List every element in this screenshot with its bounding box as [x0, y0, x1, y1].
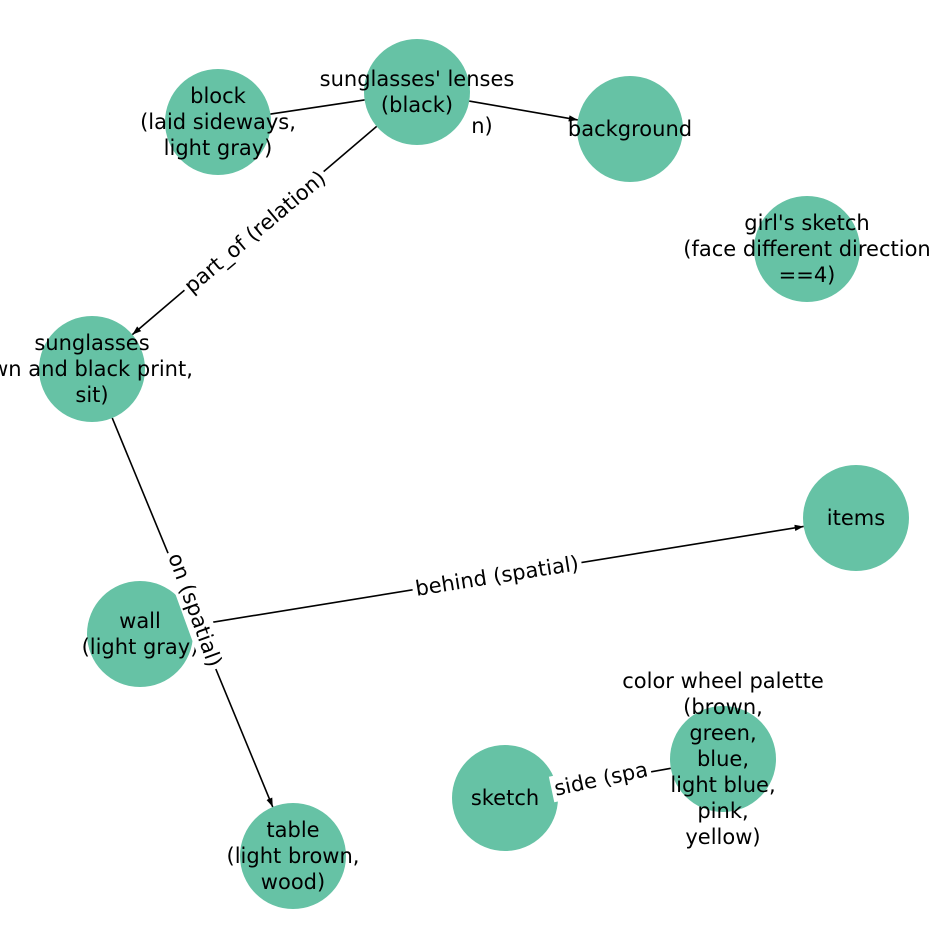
edge-label-group-wall-items: behind (spatial)	[410, 549, 584, 603]
node-circle-girls_sketch	[754, 196, 860, 302]
node-label-sunglasses: sit)	[75, 383, 108, 407]
node-label-block: (laid sideways,	[140, 110, 296, 134]
node-label-palette: blue,	[697, 747, 749, 771]
node-lenses: sunglasses' lenses(black)	[320, 39, 515, 145]
edge-label-group-lenses-background: n)	[468, 113, 496, 139]
edge-label-lenses-background: n)	[471, 114, 493, 138]
node-label-sunglasses: wn and black print,	[0, 357, 193, 381]
node-items: items	[803, 465, 909, 571]
node-label-girls_sketch: ==4)	[779, 263, 836, 287]
edge-label-sketch-palette: side (spa	[552, 757, 650, 800]
node-label-palette: (brown,	[683, 695, 763, 719]
nodes-layer: sunglasses' lenses(black)block(laid side…	[0, 39, 931, 909]
node-label-table: wood)	[261, 870, 325, 894]
node-circle-items	[803, 465, 909, 571]
node-circle-table	[240, 803, 346, 909]
node-label-lenses: (black)	[381, 93, 453, 117]
node-background: background	[568, 76, 692, 182]
node-label-background: background	[568, 117, 692, 141]
node-label-block: light gray)	[164, 136, 273, 160]
edge-lenses-background	[469, 100, 578, 122]
node-label-sketch: sketch	[471, 786, 539, 810]
node-circle-lenses	[364, 39, 470, 145]
edge-label-background	[410, 549, 584, 603]
node-circle-sketch	[452, 745, 558, 851]
node-label-palette: pink,	[697, 799, 748, 823]
node-label-girls_sketch: girl's sketch	[744, 211, 869, 235]
edge-label-background	[161, 546, 229, 674]
node-label-palette: color wheel palette	[622, 669, 824, 693]
edge-label-background	[548, 755, 654, 803]
edge-label-group-sketch-palette: side (spa	[548, 755, 654, 803]
node-circle-background	[577, 76, 683, 182]
edge-label-group-lenses-sunglasses: part_of (relation)	[176, 163, 335, 302]
node-circle-block	[165, 69, 271, 175]
edge-lenses-block	[270, 99, 365, 115]
node-label-palette: yellow)	[685, 825, 760, 849]
node-label-lenses: sunglasses' lenses	[320, 67, 515, 91]
node-sketch: sketch	[452, 745, 558, 851]
edge-label-background	[176, 163, 335, 302]
node-label-block: block	[190, 84, 247, 108]
node-palette: color wheel palette(brown,green,blue,lig…	[622, 669, 824, 849]
node-label-items: items	[827, 506, 885, 530]
node-table: table(light brown,wood)	[227, 803, 360, 909]
node-circle-sunglasses	[39, 316, 145, 422]
edge-label-lenses-sunglasses: part_of (relation)	[180, 166, 332, 299]
node-wall: wall(light gray)	[82, 581, 199, 687]
node-label-palette: light blue,	[670, 773, 775, 797]
edge-label-background	[468, 113, 496, 139]
node-circle-palette	[670, 706, 776, 812]
node-label-palette: green,	[689, 721, 756, 745]
edge-label-wall-items: behind (spatial)	[414, 551, 581, 601]
node-label-table: table	[266, 818, 319, 842]
node-label-girls_sketch: (face different direction	[683, 237, 931, 261]
node-circle-wall	[87, 581, 193, 687]
node-label-sunglasses: sunglasses	[34, 331, 149, 355]
node-label-wall: (light gray)	[82, 635, 199, 659]
node-girls_sketch: girl's sketch(face different direction==…	[683, 196, 931, 302]
node-label-wall: wall	[119, 609, 161, 633]
node-block: block(laid sideways,light gray)	[140, 69, 296, 175]
node-label-table: (light brown,	[227, 844, 360, 868]
edge-labels-layer: n)part_of (relation)on (spatial)behind (…	[161, 113, 654, 803]
